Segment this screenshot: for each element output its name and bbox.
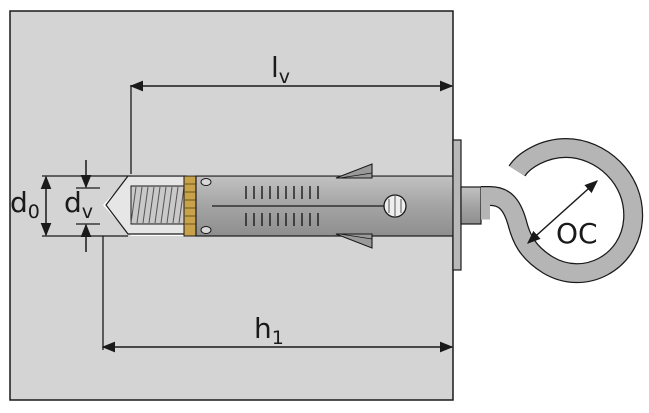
h1-label-sub: 1 [272,327,284,349]
outer-shaft [460,186,482,225]
h1-label-main: h [254,312,272,345]
d0-label: d0 [10,186,40,223]
dv-label: dv [64,186,93,223]
oc-dimension-line [526,180,599,244]
lv-label: lv [271,51,290,88]
d0-label-main: d [10,186,28,219]
h1-label: h1 [254,312,284,349]
sleeve-hole-top [200,178,212,186]
dv-label-main: d [64,186,82,219]
d0-label-sub: 0 [28,201,40,223]
brass-nut [183,175,197,237]
lv-label-sub: v [279,66,290,88]
dv-label-sub: v [82,201,93,223]
oc-label: OC [556,217,598,250]
sleeve-hole-bottom [200,226,212,234]
grip-marks [245,186,319,226]
thread-lines [130,186,185,224]
lv-label-main: l [271,51,279,84]
brass-nut-ridges [184,183,196,225]
washer-flange [452,139,462,271]
